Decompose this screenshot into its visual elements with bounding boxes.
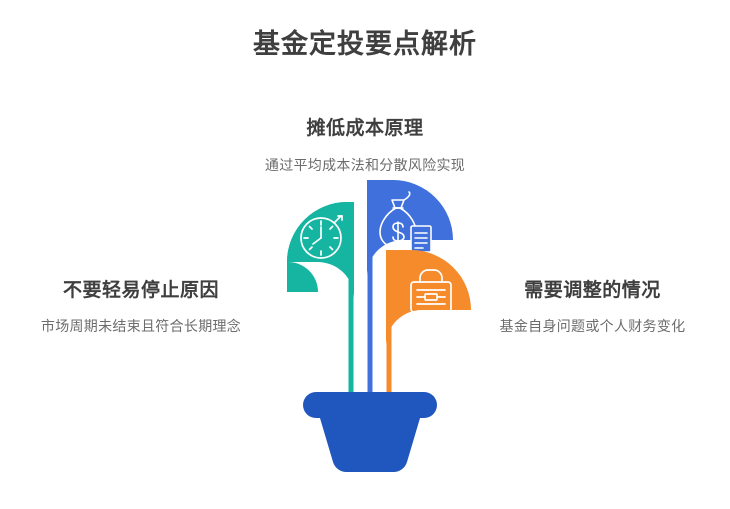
info-block-top: 摊低成本原理 通过平均成本法和分散风险实现 [0,113,730,175]
plant-in-pot-illustration [265,180,475,480]
info-block-right-heading: 需要调整的情况 [524,280,661,301]
info-block-left-heading: 不要轻易停止原因 [62,280,219,301]
info-block-left-description: 市场周期未结束且符合长期理念 [40,318,242,334]
info-block-right: 需要调整的情况 基金自身问题或个人财务变化 [455,275,730,336]
info-block-top-description: 通过平均成本法和分散风险实现 [264,157,466,173]
clock-icon [300,215,343,259]
briefcase-icon [410,269,452,313]
pot-rim [303,392,437,418]
page-title: 基金定投要点解析 [253,29,477,59]
info-block-left: 不要轻易停止原因 市场周期未结束且符合长期理念 [0,275,282,336]
info-block-right-description: 基金自身问题或个人财务变化 [499,318,686,334]
leaf-orange [386,250,471,346]
leaf-teal [287,202,354,298]
info-block-top-heading: 摊低成本原理 [306,118,424,139]
leaf-blue [367,180,453,276]
flower-pot [303,392,437,473]
pot-body [317,408,423,473]
